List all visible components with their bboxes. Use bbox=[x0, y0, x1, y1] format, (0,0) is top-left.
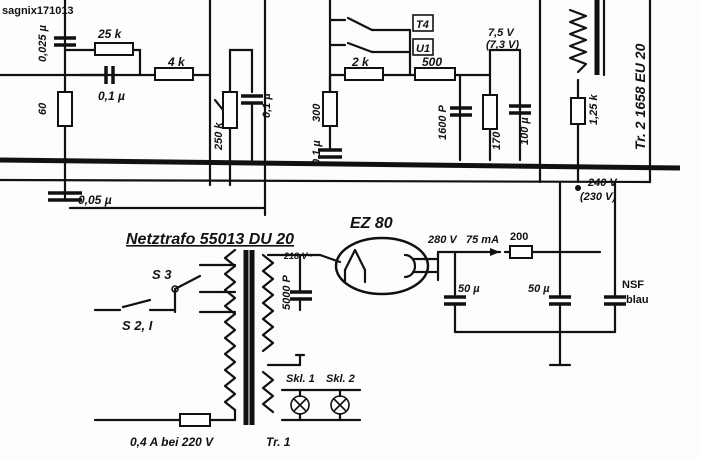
label-skl1: Skl. 1 bbox=[286, 373, 315, 385]
heater-winding bbox=[261, 370, 275, 414]
label-c7: 100 µ bbox=[519, 117, 531, 145]
label-tube: EZ 80 bbox=[350, 215, 393, 232]
switch-u1 bbox=[346, 41, 374, 54]
label-current: 75 mA bbox=[466, 234, 499, 246]
label-r8: 170 bbox=[491, 131, 503, 150]
label-c5: 0,1 µ bbox=[311, 140, 323, 165]
label-r5: 2 k bbox=[351, 55, 370, 69]
label-r1: 25 k bbox=[97, 27, 123, 41]
label-c2: 0,025 µ bbox=[37, 24, 49, 62]
label-c9: 50 µ bbox=[458, 283, 480, 295]
netztrafo-primary bbox=[223, 248, 237, 412]
label-c6: 1600 P bbox=[437, 104, 449, 140]
label-v1: 7,5 V bbox=[488, 27, 515, 39]
tube-ez80 bbox=[334, 236, 430, 296]
label-r6: 300 bbox=[311, 103, 323, 122]
label-nsf: NSF bbox=[622, 279, 644, 291]
resistor-300 bbox=[322, 91, 338, 127]
label-c8: 5000 P bbox=[281, 274, 293, 310]
resistor-4k bbox=[154, 67, 194, 81]
label-s21: S 2, I bbox=[122, 318, 153, 333]
image-id-label: sagnix171013 bbox=[2, 5, 74, 17]
label-v2b: (230 V) bbox=[580, 191, 616, 203]
b-plus-line bbox=[0, 178, 652, 184]
netztrafo-secondary bbox=[261, 253, 275, 353]
label-s3: S 3 bbox=[152, 267, 172, 282]
tr2-coil bbox=[568, 8, 588, 74]
label-r9: 1,25 k bbox=[588, 94, 600, 125]
label-v4: 218 V~ bbox=[283, 251, 314, 261]
label-c4: 0,1 µ bbox=[261, 93, 273, 118]
label-c3: 0,05 µ bbox=[78, 193, 112, 207]
switch-s3 bbox=[173, 274, 202, 291]
label-blau: blau bbox=[626, 294, 649, 306]
label-r2: 4 k bbox=[167, 55, 186, 69]
label-v3: 280 V bbox=[427, 234, 458, 246]
resistor-60 bbox=[57, 91, 73, 127]
label-c10: 50 µ bbox=[528, 283, 550, 295]
label-box-u1 bbox=[412, 38, 434, 56]
label-u1: U1 bbox=[416, 43, 430, 55]
label-tr2: Tr. 2 1658 EU 20 bbox=[632, 43, 648, 150]
resistor-1-25k bbox=[570, 97, 586, 125]
label-r10: 200 bbox=[510, 231, 528, 243]
label-r7: 500 bbox=[422, 55, 442, 69]
label-v1b: (7,3 V) bbox=[486, 39, 519, 51]
label-fuse: 0,4 A bei 220 V bbox=[130, 435, 214, 449]
label-c1: 0,1 µ bbox=[98, 89, 125, 103]
label-r3: 60 bbox=[37, 102, 49, 115]
label-r4: 250 k bbox=[213, 122, 225, 151]
ground-bus bbox=[0, 157, 681, 171]
label-t4: T4 bbox=[416, 19, 429, 31]
label-netztrafo: Netztrafo 55013 DU 20 bbox=[126, 231, 294, 248]
label-v2: 240 V bbox=[587, 177, 618, 189]
switch-t4 bbox=[346, 16, 374, 32]
resistor-170 bbox=[482, 94, 498, 130]
label-box-t4 bbox=[412, 14, 434, 32]
label-skl2: Skl. 2 bbox=[326, 373, 355, 385]
switch-s2 bbox=[121, 298, 152, 309]
label-tr1: Tr. 1 bbox=[266, 435, 291, 449]
